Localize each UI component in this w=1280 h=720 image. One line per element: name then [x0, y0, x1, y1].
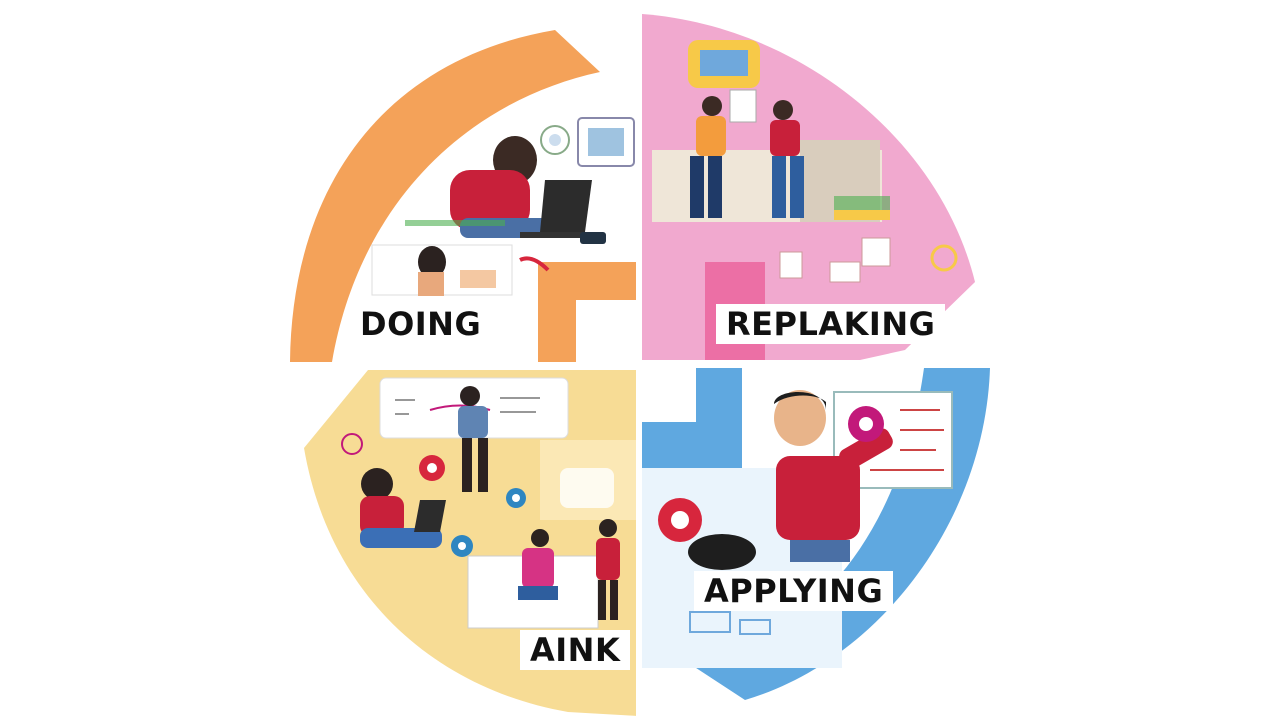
gear-icon [848, 406, 884, 442]
label-aink: AINK [520, 630, 631, 670]
quadrant-aink [304, 370, 638, 716]
doing-arc [290, 30, 600, 362]
gear-icon [451, 535, 473, 557]
label-replaking: REPLAKING [716, 304, 946, 344]
laptop-icon [414, 500, 446, 532]
doing-scene [371, 117, 635, 296]
gear-icon [658, 498, 702, 542]
quadrant-applying [642, 368, 990, 700]
label-doing: DOING [350, 304, 492, 344]
aink-scene [341, 377, 620, 629]
gear-icon [419, 455, 445, 481]
gear-icon [506, 488, 526, 508]
replaking-scene [652, 40, 958, 283]
quadrant-doing [290, 30, 636, 362]
label-applying: APPLYING [694, 571, 894, 611]
applying-scene [658, 390, 953, 635]
quadrant-replaking [642, 14, 975, 360]
laptop-icon [540, 180, 592, 232]
